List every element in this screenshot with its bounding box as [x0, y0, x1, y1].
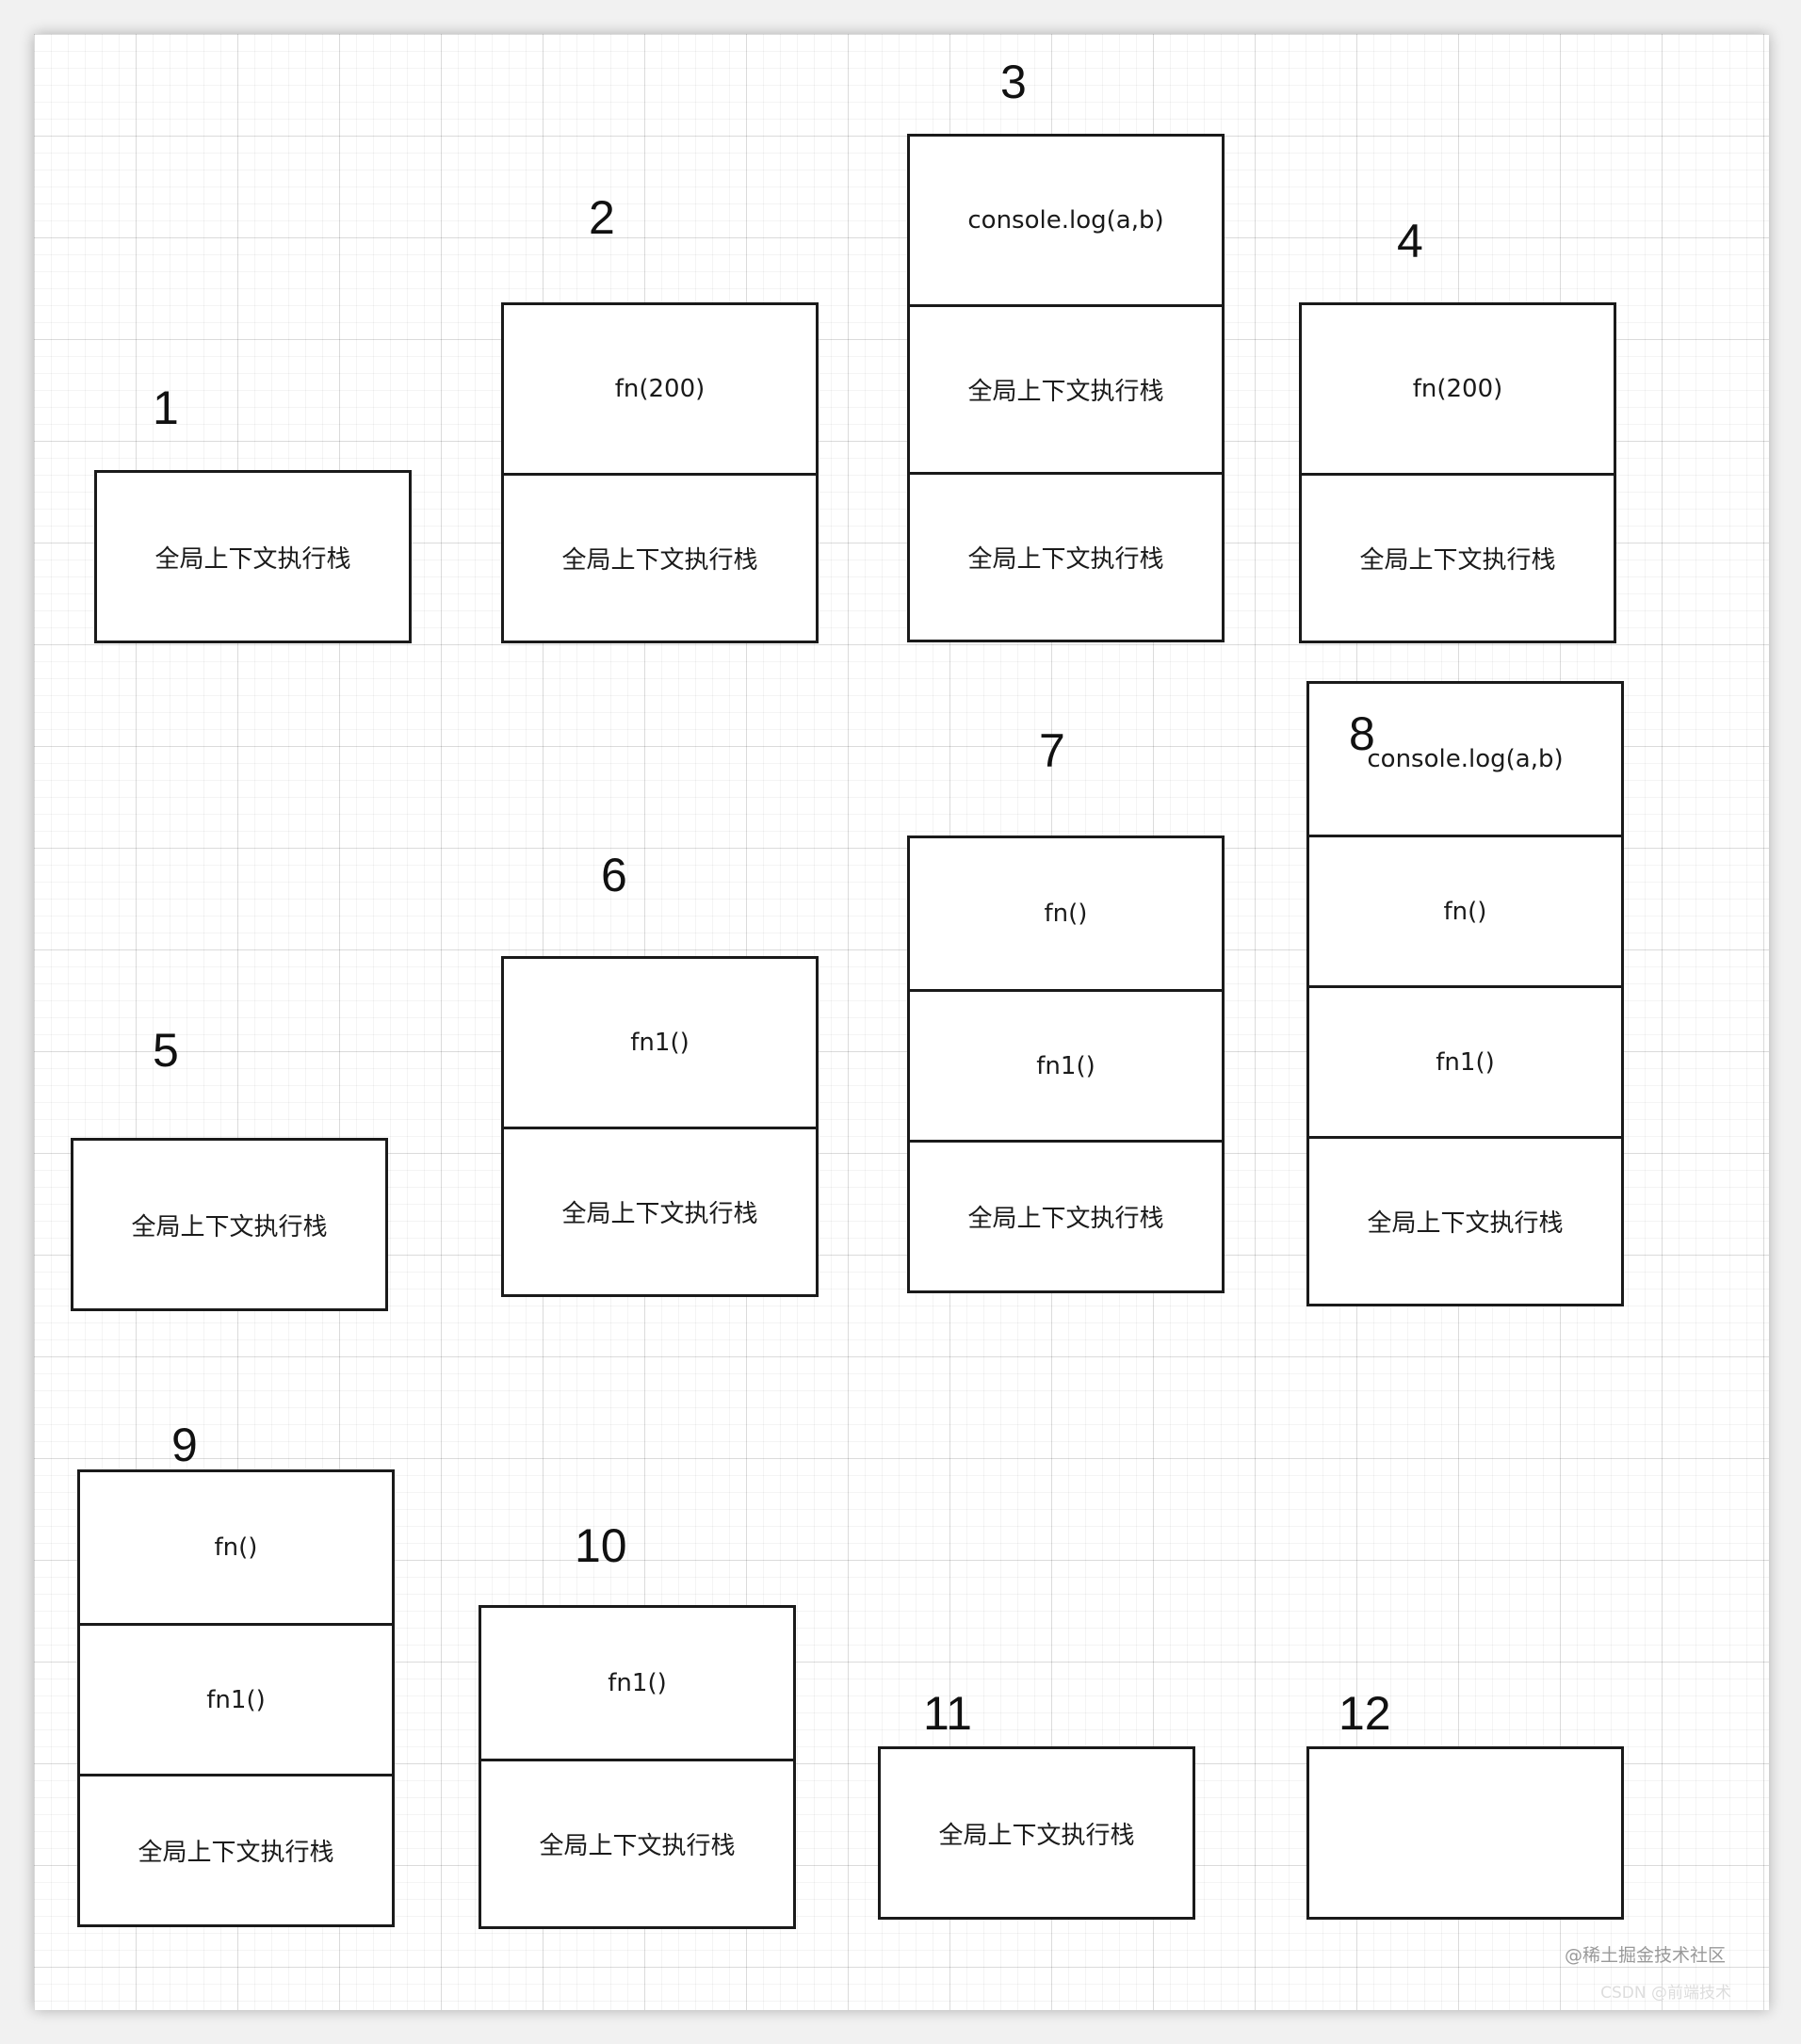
stack-frame-global: 全局上下文执行栈 — [481, 1759, 793, 1926]
stack-frame-global: 全局上下文执行栈 — [131, 1212, 328, 1241]
stack-frame-global: 全局上下文执行栈 — [154, 544, 351, 574]
call-stack-8: console.log(a,b) fn() fn1() 全局上下文执行栈 — [1306, 681, 1624, 1306]
step-number-9: 9 — [171, 1419, 198, 1471]
stack-frame-global: 全局上下文执行栈 — [910, 304, 1222, 472]
stack-frame-fn1: fn1() — [910, 989, 1222, 1140]
call-stack-3: console.log(a,b) 全局上下文执行栈 全局上下文执行栈 — [907, 134, 1225, 642]
step-number-3: 3 — [1000, 56, 1027, 108]
step-number-12: 12 — [1339, 1687, 1391, 1740]
watermark-secondary: CSDN @前端技术 — [1600, 1984, 1731, 2003]
step-number-5: 5 — [153, 1024, 179, 1077]
stack-frame-global: 全局上下文执行栈 — [1309, 1136, 1621, 1304]
step-number-6: 6 — [601, 849, 627, 901]
stack-frame-fn1: fn1() — [80, 1623, 392, 1774]
stack-frame-fn-200: fn(200) — [614, 375, 706, 403]
call-stack-12 — [1306, 1746, 1624, 1920]
step-number-1: 1 — [153, 381, 179, 434]
call-stack-6: fn1() 全局上下文执行栈 — [501, 956, 819, 1297]
call-stack-4: fn(200) 全局上下文执行栈 — [1299, 302, 1616, 643]
stack-frame-global: 全局上下文执行栈 — [1302, 473, 1614, 641]
stack-frame-fn1: fn1() — [608, 1669, 667, 1697]
stack-frame-fn: fn() — [1309, 835, 1621, 985]
step-number-10: 10 — [575, 1519, 627, 1572]
call-stack-7: fn() fn1() 全局上下文执行栈 — [907, 835, 1225, 1293]
call-stack-5: 全局上下文执行栈 — [71, 1138, 388, 1311]
call-stack-1: 全局上下文执行栈 — [94, 470, 412, 643]
step-number-4: 4 — [1397, 215, 1423, 268]
stack-frame-empty — [1309, 1749, 1621, 1917]
stack-frame-console-log: console.log(a,b) — [967, 206, 1164, 235]
stack-frame-fn-200: fn(200) — [1412, 375, 1503, 403]
step-number-11: 11 — [923, 1687, 972, 1740]
call-stack-10: fn1() 全局上下文执行栈 — [479, 1605, 796, 1929]
stack-frame-global: 全局上下文执行栈 — [910, 1140, 1222, 1290]
stack-frame-global: 全局上下文执行栈 — [938, 1821, 1135, 1850]
step-number-8: 8 — [1349, 707, 1375, 760]
stack-frame-fn1: fn1() — [630, 1029, 690, 1057]
step-number-2: 2 — [589, 191, 615, 244]
diagram-canvas: 1 全局上下文执行栈 2 fn(200) 全局上下文执行栈 3 console.… — [34, 34, 1769, 2010]
step-number-7: 7 — [1039, 724, 1065, 777]
stack-frame-fn: fn() — [214, 1533, 258, 1562]
call-stack-2: fn(200) 全局上下文执行栈 — [501, 302, 819, 643]
call-stack-9: fn() fn1() 全局上下文执行栈 — [77, 1469, 395, 1927]
stack-frame-global: 全局上下文执行栈 — [910, 472, 1222, 640]
stack-frame-global: 全局上下文执行栈 — [80, 1774, 392, 1924]
watermark: @稀土掘金技术社区 — [1564, 1945, 1726, 1966]
stack-frame-fn1: fn1() — [1309, 985, 1621, 1136]
stack-frame-global: 全局上下文执行栈 — [504, 1127, 816, 1294]
stack-frame-fn: fn() — [1044, 900, 1088, 928]
stack-frame-console-log: console.log(a,b) — [1367, 745, 1564, 773]
stack-frame-global: 全局上下文执行栈 — [504, 473, 816, 641]
call-stack-11: 全局上下文执行栈 — [878, 1746, 1195, 1920]
